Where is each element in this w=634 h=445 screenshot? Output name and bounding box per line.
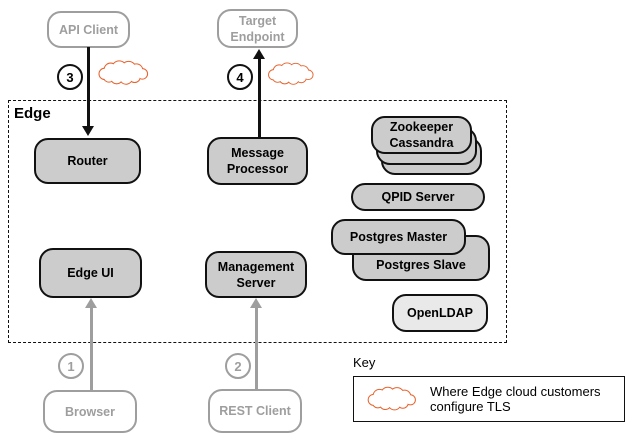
component-postgres-slave-label: Postgres Slave	[376, 258, 466, 272]
marker-2-label: 2	[234, 358, 242, 374]
node-target-endpoint-label: Target Endpoint	[230, 13, 285, 44]
node-api-client-label: API Client	[58, 22, 119, 37]
component-zookeeper-label: Zookeeper	[389, 120, 454, 134]
component-router: Router	[34, 138, 141, 184]
node-rest-client: REST Client	[208, 389, 302, 433]
marker-1-label: 1	[67, 358, 75, 374]
edge-region-label: Edge	[14, 105, 51, 122]
node-target-endpoint: Target Endpoint	[217, 9, 298, 48]
component-router-label: Router	[67, 154, 108, 168]
component-management-server-label: Management Server	[217, 259, 295, 290]
component-qpid-server-label: QPID Server	[381, 190, 455, 204]
key-description: Where Edge cloud customers configure TLS	[430, 384, 601, 414]
tls-cloud-icon	[98, 60, 149, 85]
component-openldap: OpenLDAP	[392, 294, 488, 332]
arrow-2-head-icon	[250, 298, 262, 308]
component-message-processor-label: Message Processor	[226, 146, 289, 176]
key-legend-box: Where Edge cloud customers configure TLS	[353, 376, 625, 422]
component-qpid-server: QPID Server	[351, 183, 485, 211]
node-browser: Browser	[43, 390, 137, 433]
component-cassandra-label: Cassandra	[389, 136, 454, 150]
arrow-2-line	[255, 307, 258, 390]
tls-cloud-icon	[268, 62, 314, 85]
arrow-3-head-icon	[82, 126, 94, 136]
component-management-server: Management Server	[205, 251, 307, 298]
node-rest-client-label: REST Client	[219, 404, 291, 418]
arrow-4-line	[258, 58, 261, 137]
node-browser-label: Browser	[64, 404, 116, 419]
component-edge-ui: Edge UI	[39, 248, 142, 298]
arrow-4-head-icon	[253, 49, 265, 59]
arrow-3-line	[87, 47, 90, 127]
component-postgres-master: Postgres Master	[331, 219, 466, 255]
component-postgres-master-label: Postgres Master	[349, 230, 448, 244]
marker-2: 2	[225, 353, 251, 379]
marker-1: 1	[58, 353, 84, 379]
component-edge-ui-label: Edge UI	[67, 266, 114, 280]
marker-3: 3	[57, 64, 83, 90]
marker-4: 4	[227, 64, 253, 90]
arrow-1-head-icon	[85, 298, 97, 308]
component-message-processor: Message Processor	[207, 137, 308, 185]
marker-4-label: 4	[236, 69, 244, 85]
tls-cloud-icon	[367, 386, 416, 411]
component-openldap-label: OpenLDAP	[407, 306, 473, 320]
key-title: Key	[353, 355, 376, 370]
marker-3-label: 3	[66, 69, 74, 85]
node-api-client: API Client	[47, 11, 130, 48]
arrow-1-line	[90, 307, 93, 390]
component-zookeeper-cassandra: Zookeeper Cassandra	[371, 116, 472, 154]
